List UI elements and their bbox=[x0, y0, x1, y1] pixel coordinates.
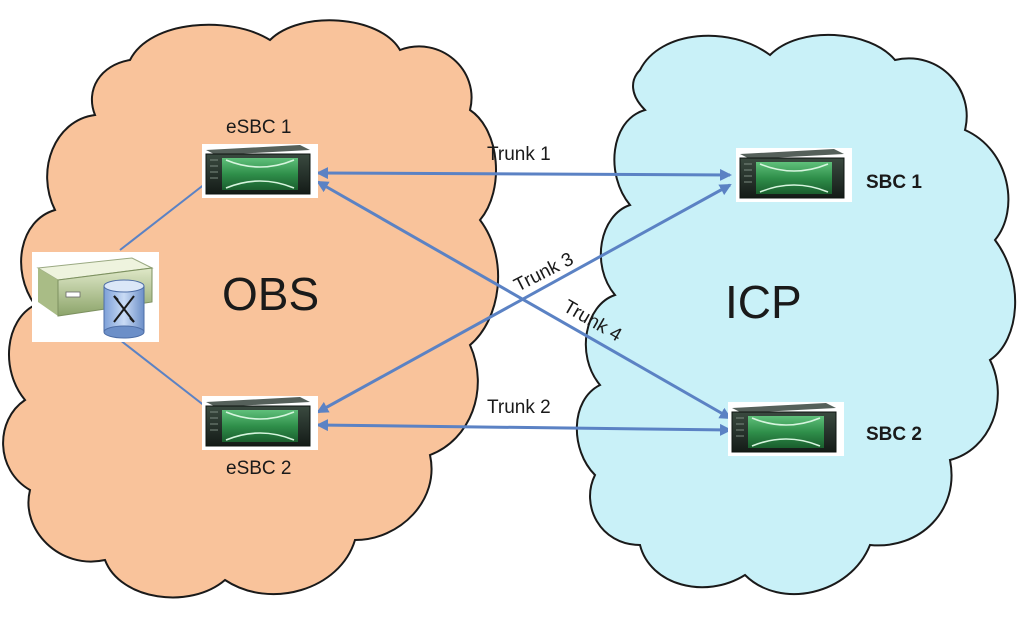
sbc-2-label: SBC 2 bbox=[866, 424, 922, 445]
icp-cloud: ICP bbox=[575, 33, 1017, 596]
link-server-esbc1 bbox=[119, 179, 211, 251]
esbc-2-label: eSBC 2 bbox=[226, 458, 291, 479]
trunk-4-line bbox=[316, 180, 732, 420]
link-server-esbc2 bbox=[119, 339, 211, 411]
obs-cloud-shape bbox=[2, 19, 500, 599]
trunk-2-label: Trunk 2 bbox=[487, 397, 551, 418]
trunk-1-label: Trunk 1 bbox=[487, 144, 551, 165]
icp-label: ICP bbox=[725, 276, 802, 328]
database-cylinder bbox=[103, 279, 145, 339]
trunk-2-line bbox=[316, 419, 732, 436]
trunk-3-label: Trunk 3 bbox=[511, 249, 577, 297]
esbc-1-device bbox=[202, 144, 318, 198]
database-server-icon bbox=[32, 252, 159, 342]
obs-label: OBS bbox=[222, 268, 319, 320]
sbc-1-device bbox=[736, 148, 852, 202]
trunk-1-line bbox=[316, 167, 732, 181]
sbc-1-label: SBC 1 bbox=[866, 172, 922, 193]
obs-cloud: OBS bbox=[2, 19, 500, 599]
esbc-1-label: eSBC 1 bbox=[226, 117, 291, 138]
esbc-2-device bbox=[202, 396, 318, 450]
sbc-2-device bbox=[728, 402, 844, 456]
